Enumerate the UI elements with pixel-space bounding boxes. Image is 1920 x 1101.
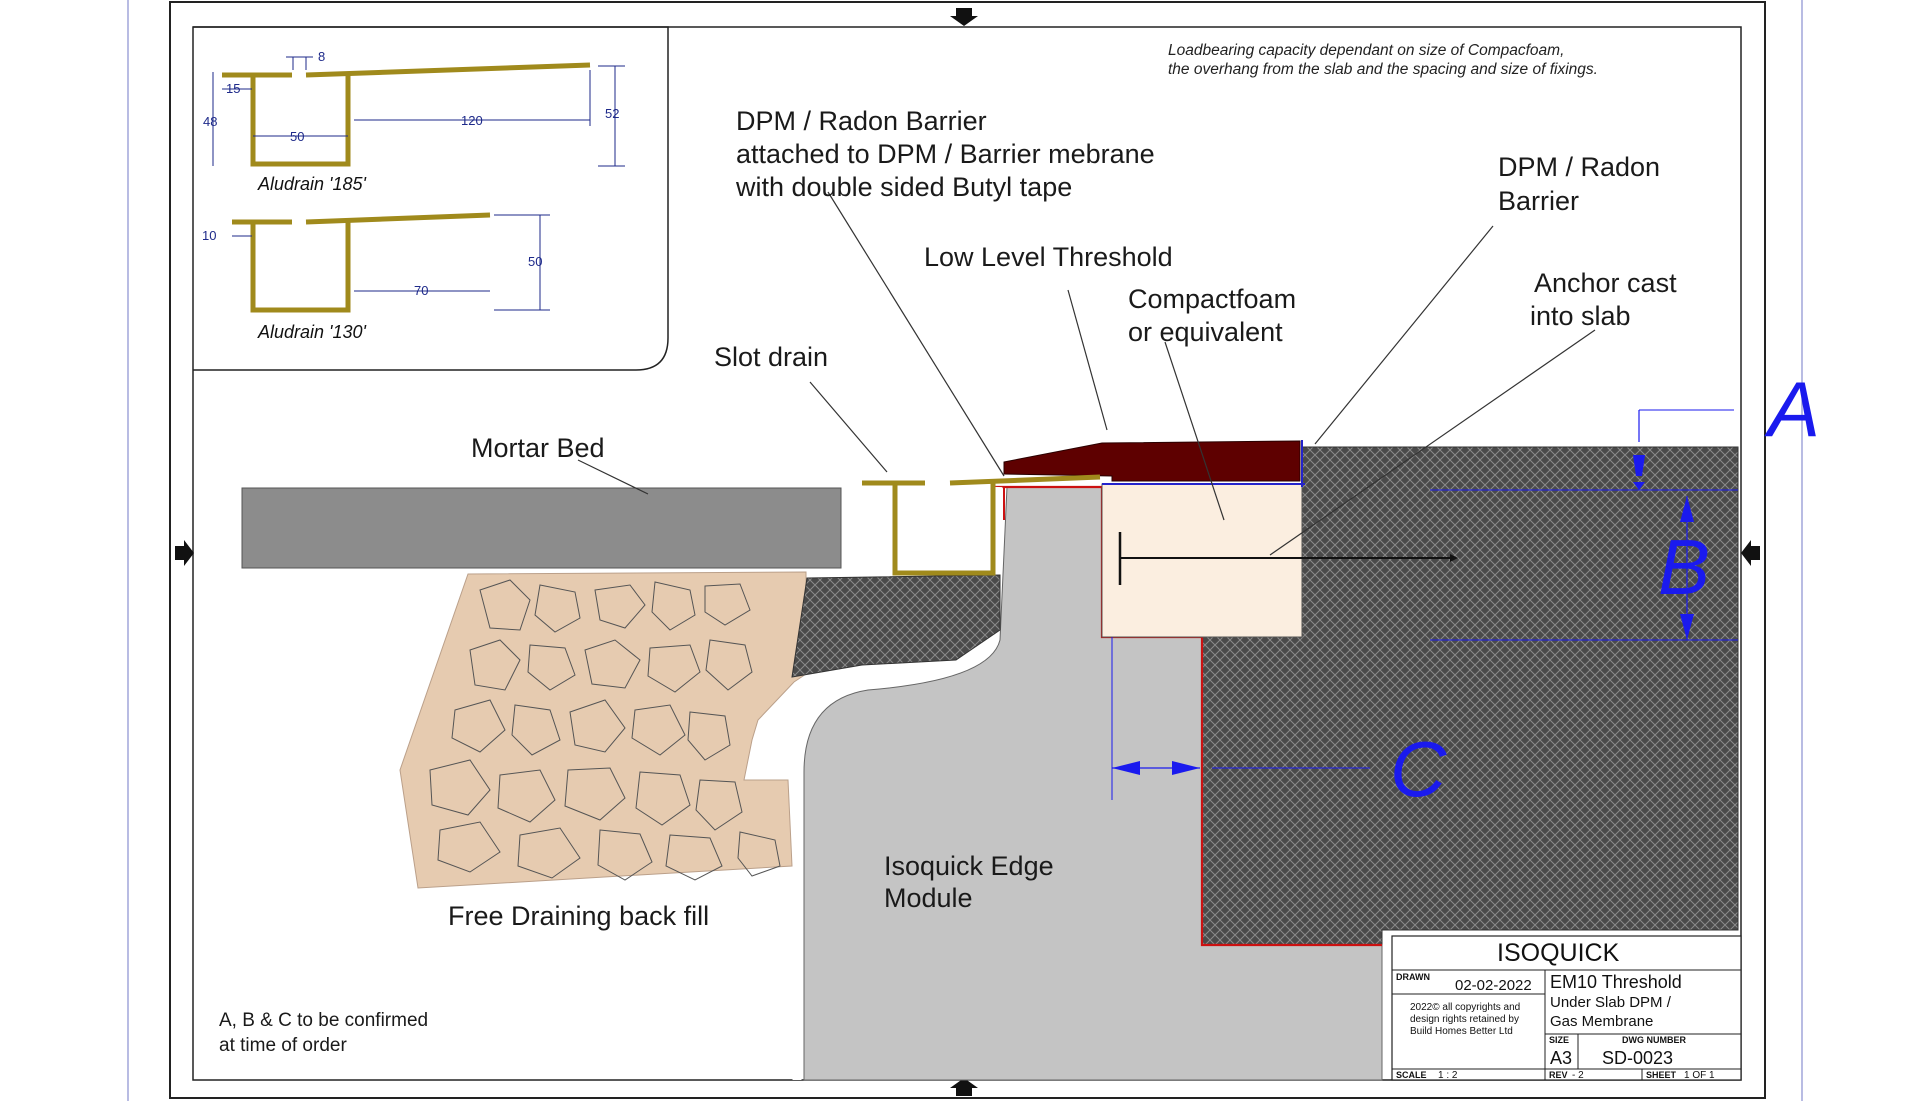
label-confirm-line2: at time of order	[219, 1035, 347, 1056]
label-backfill: Free Draining back fill	[448, 901, 709, 931]
aludrain-130-profile	[232, 212, 550, 313]
dim-185-height: 48	[203, 114, 217, 129]
centre-mark-left	[175, 540, 194, 566]
title-block-title-line3: Gas Membrane	[1550, 1013, 1653, 1030]
label-dpm-attached-line2: attached to DPM / Barrier mebrane	[736, 139, 1155, 169]
dimension-b-marker	[1430, 496, 1738, 641]
outer-border	[169, 1, 1766, 1099]
title-block-size: A3	[1550, 1048, 1572, 1068]
dim-185-end-height: 52	[605, 106, 619, 121]
backfill-stones	[429, 579, 781, 881]
drain-bedding	[791, 574, 1001, 678]
title-block-copyright-line1: 2022© all copyrights and	[1410, 1002, 1520, 1013]
label-isoquick-module-line2: Module	[884, 883, 973, 913]
label-dpm-radon-line1: DPM / Radon	[1498, 152, 1660, 182]
title-block-rev: - 2	[1572, 1070, 1584, 1081]
dim-130-lip: 10	[202, 228, 216, 243]
label-compactfoam-line1: Compactfoam	[1128, 284, 1296, 314]
title-block-copyright-line2: design rights retained by	[1410, 1014, 1519, 1025]
title-block-title-line2: Under Slab DPM /	[1550, 994, 1672, 1011]
dim-185-run: 120	[461, 113, 483, 128]
slot-drain	[862, 474, 1101, 576]
title-block-rev-label: REV	[1549, 1070, 1568, 1080]
dimension-b-label: B	[1658, 523, 1710, 611]
label-slot-drain: Slot drain	[714, 342, 828, 372]
dimension-c-label: C	[1390, 725, 1447, 813]
loadbearing-note-line1: Loadbearing capacity dependant on size o…	[1168, 42, 1564, 59]
low-level-threshold	[1003, 440, 1301, 482]
title-block-sheet-label: SHEET	[1646, 1070, 1677, 1080]
label-mortar-bed: Mortar Bed	[471, 433, 605, 463]
leader-compactfoam	[1164, 341, 1225, 521]
leader-slot-drain	[809, 381, 888, 473]
title-block-drawn-label: DRAWN	[1396, 972, 1430, 982]
free-draining-backfill	[399, 571, 807, 889]
isoquick-edge-module	[803, 486, 1383, 1081]
centre-mark-bottom	[950, 1078, 978, 1096]
module-white-face	[792, 486, 1003, 1080]
label-isoquick-module-line1: Isoquick Edge	[884, 851, 1054, 881]
anchor-arrowhead	[1450, 554, 1458, 562]
dimension-a-marker	[1430, 409, 1738, 491]
label-anchor-line2: into slab	[1530, 301, 1631, 331]
leader-anchor	[1269, 329, 1596, 556]
title-block-scale-label: SCALE	[1396, 1070, 1427, 1080]
dim-130-height: 50	[528, 254, 542, 269]
dim-185-lip: 15	[226, 81, 240, 96]
dim-185-gap: 8	[318, 49, 325, 64]
label-anchor-line1: Anchor cast	[1534, 268, 1677, 298]
label-confirm-line1: A, B & C to be confirmed	[219, 1010, 428, 1031]
label-dpm-attached-line3: with double sided Butyl tape	[735, 172, 1072, 202]
title-block	[1391, 935, 1742, 1081]
dimension-a-label: A	[1764, 365, 1820, 453]
title-block-dwg-number: SD-0023	[1602, 1048, 1673, 1068]
leader-dpm-attached	[827, 191, 1005, 477]
label-dpm-attached-line1: DPM / Radon Barrier	[736, 106, 987, 136]
title-block-company: ISOQUICK	[1497, 939, 1620, 967]
title-block-size-label: SIZE	[1549, 1035, 1569, 1045]
mortar-bed	[241, 487, 842, 569]
title-block-dwg-label: DWG NUMBER	[1622, 1035, 1686, 1045]
profile-inset-box	[193, 26, 669, 371]
aludrain-185-profile	[212, 56, 625, 167]
title-block-title-line1: EM10 Threshold	[1550, 972, 1682, 992]
leader-low-level-threshold	[1067, 289, 1108, 431]
leader-dpm-radon	[1314, 225, 1494, 445]
dimension-c-marker	[1111, 637, 1370, 800]
label-dpm-radon-line2: Barrier	[1498, 186, 1579, 216]
dim-185-width: 50	[290, 129, 304, 144]
centre-mark-top	[950, 8, 978, 26]
dim-130-run: 70	[414, 283, 428, 298]
label-compactfoam-line2: or equivalent	[1128, 317, 1283, 347]
aludrain-185-caption: Aludrain '185'	[257, 174, 367, 194]
title-block-date: 02-02-2022	[1455, 977, 1532, 994]
loadbearing-note-line2: the overhang from the slab and the spaci…	[1168, 61, 1598, 78]
title-block-sheet: 1 OF 1	[1684, 1070, 1715, 1081]
label-low-level-threshold: Low Level Threshold	[924, 242, 1173, 272]
aludrain-130-caption: Aludrain '130'	[257, 322, 367, 342]
centre-mark-right	[1741, 540, 1760, 566]
title-block-scale: 1 : 2	[1438, 1070, 1458, 1081]
leader-mortar-bed	[577, 459, 649, 495]
title-block-copyright-line3: Build Homes Better Ltd	[1410, 1026, 1513, 1037]
compactfoam-block	[1101, 483, 1303, 638]
